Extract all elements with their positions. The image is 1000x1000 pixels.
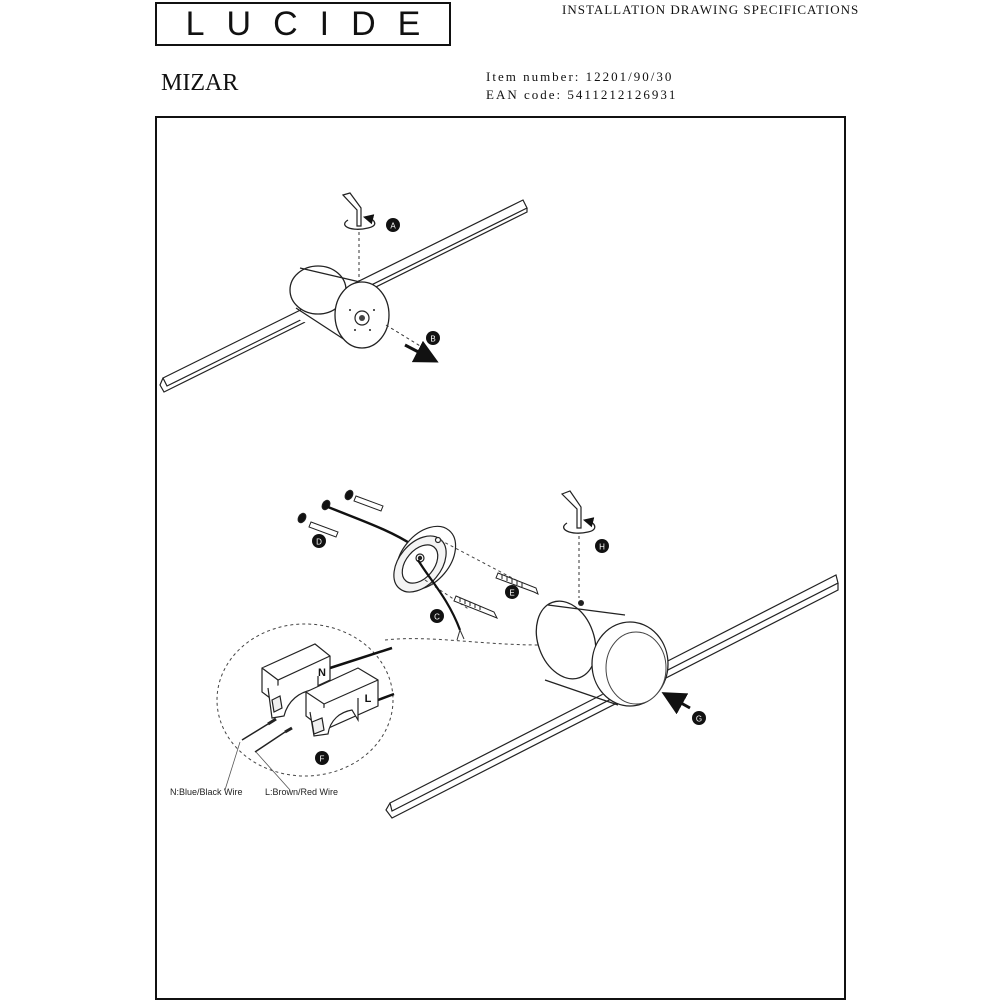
- product-name: MIZAR: [161, 70, 239, 96]
- drawing-frame: [155, 116, 846, 1000]
- rotate-arrow-icon: [563, 517, 596, 534]
- hex-key-icon: [341, 192, 362, 227]
- terminal-block-n: [261, 643, 331, 719]
- terminal-l-label: L: [365, 693, 372, 705]
- bottom-spot-cylinder: [535, 595, 669, 707]
- brand-logo: LUCIDE: [155, 2, 451, 46]
- step-e-label: E: [509, 589, 514, 598]
- step-a-marker: [386, 218, 400, 232]
- document-title: INSTALLATION DRAWING SPECIFICATIONS: [562, 2, 860, 17]
- mounting-plate: [393, 525, 457, 593]
- hex-key-icon: [560, 490, 582, 529]
- step-g-label: G: [696, 715, 702, 724]
- step-f-label: F: [320, 755, 325, 764]
- ean-code: EAN code: 5411212126931: [486, 87, 678, 102]
- live-wire-label: L:Brown/Red Wire: [265, 787, 339, 797]
- screw-icon: [453, 572, 539, 619]
- step-c-marker: [430, 609, 444, 623]
- wall-plug-icon: [297, 489, 384, 538]
- step-h-label: H: [599, 543, 605, 552]
- terminal-n-label: N: [318, 667, 326, 679]
- step-f-marker: [315, 751, 329, 765]
- item-number: Item number: 12201/90/30: [486, 69, 674, 84]
- step-d-label: D: [316, 538, 322, 547]
- direction-arrow-icon: [404, 340, 439, 363]
- step-c-label: C: [434, 613, 440, 622]
- neutral-wire-label: N:Blue/Black Wire: [170, 787, 243, 797]
- top-spot-cylinder: [289, 265, 390, 349]
- step-b-label: B: [430, 335, 435, 344]
- step-d-marker: [312, 534, 326, 548]
- wire-ends: [241, 717, 293, 753]
- rotate-arrow-icon: [344, 214, 376, 230]
- step-g-marker: [692, 711, 706, 725]
- step-b-marker: [426, 331, 440, 345]
- step-h-marker: [595, 539, 609, 553]
- terminal-block-l: [305, 667, 379, 737]
- step-e-marker: [505, 585, 519, 599]
- logo-text: LUCIDE: [185, 4, 443, 43]
- step-a-label: A: [390, 222, 396, 231]
- direction-arrow-icon: [661, 692, 691, 715]
